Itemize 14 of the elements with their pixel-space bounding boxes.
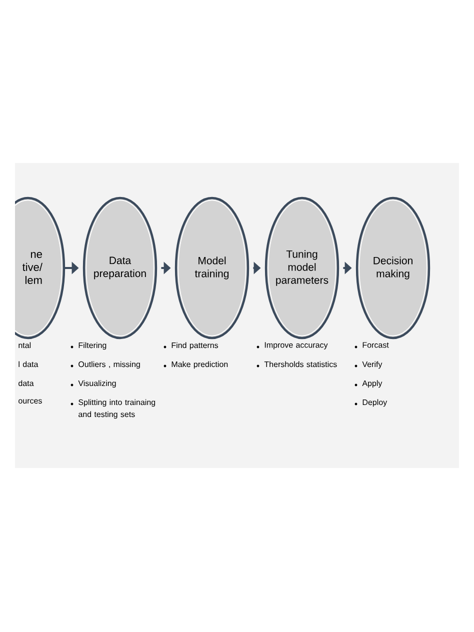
bullet-text: data — [18, 380, 34, 386]
bullet-text: Make prediction — [172, 361, 228, 369]
bullet-text: ources — [18, 399, 42, 404]
bullet-text: Apply — [362, 380, 382, 388]
bullet-text: Improve accuracy — [264, 342, 328, 350]
bullet-text: Outliers , missing — [78, 361, 140, 369]
bullet-text: Verify — [362, 361, 382, 369]
bullet-text: Deploy — [362, 399, 388, 407]
bullet-text: Filtering — [78, 342, 106, 350]
bullet-text: Thersholds statistics — [264, 361, 337, 368]
bullet-text: Find patterns — [172, 342, 218, 350]
bullet-text: l data — [18, 361, 38, 368]
bullet-text: Visualizing — [78, 380, 116, 388]
bullet-text: Splitting into trainaing and testing sets — [78, 399, 156, 419]
